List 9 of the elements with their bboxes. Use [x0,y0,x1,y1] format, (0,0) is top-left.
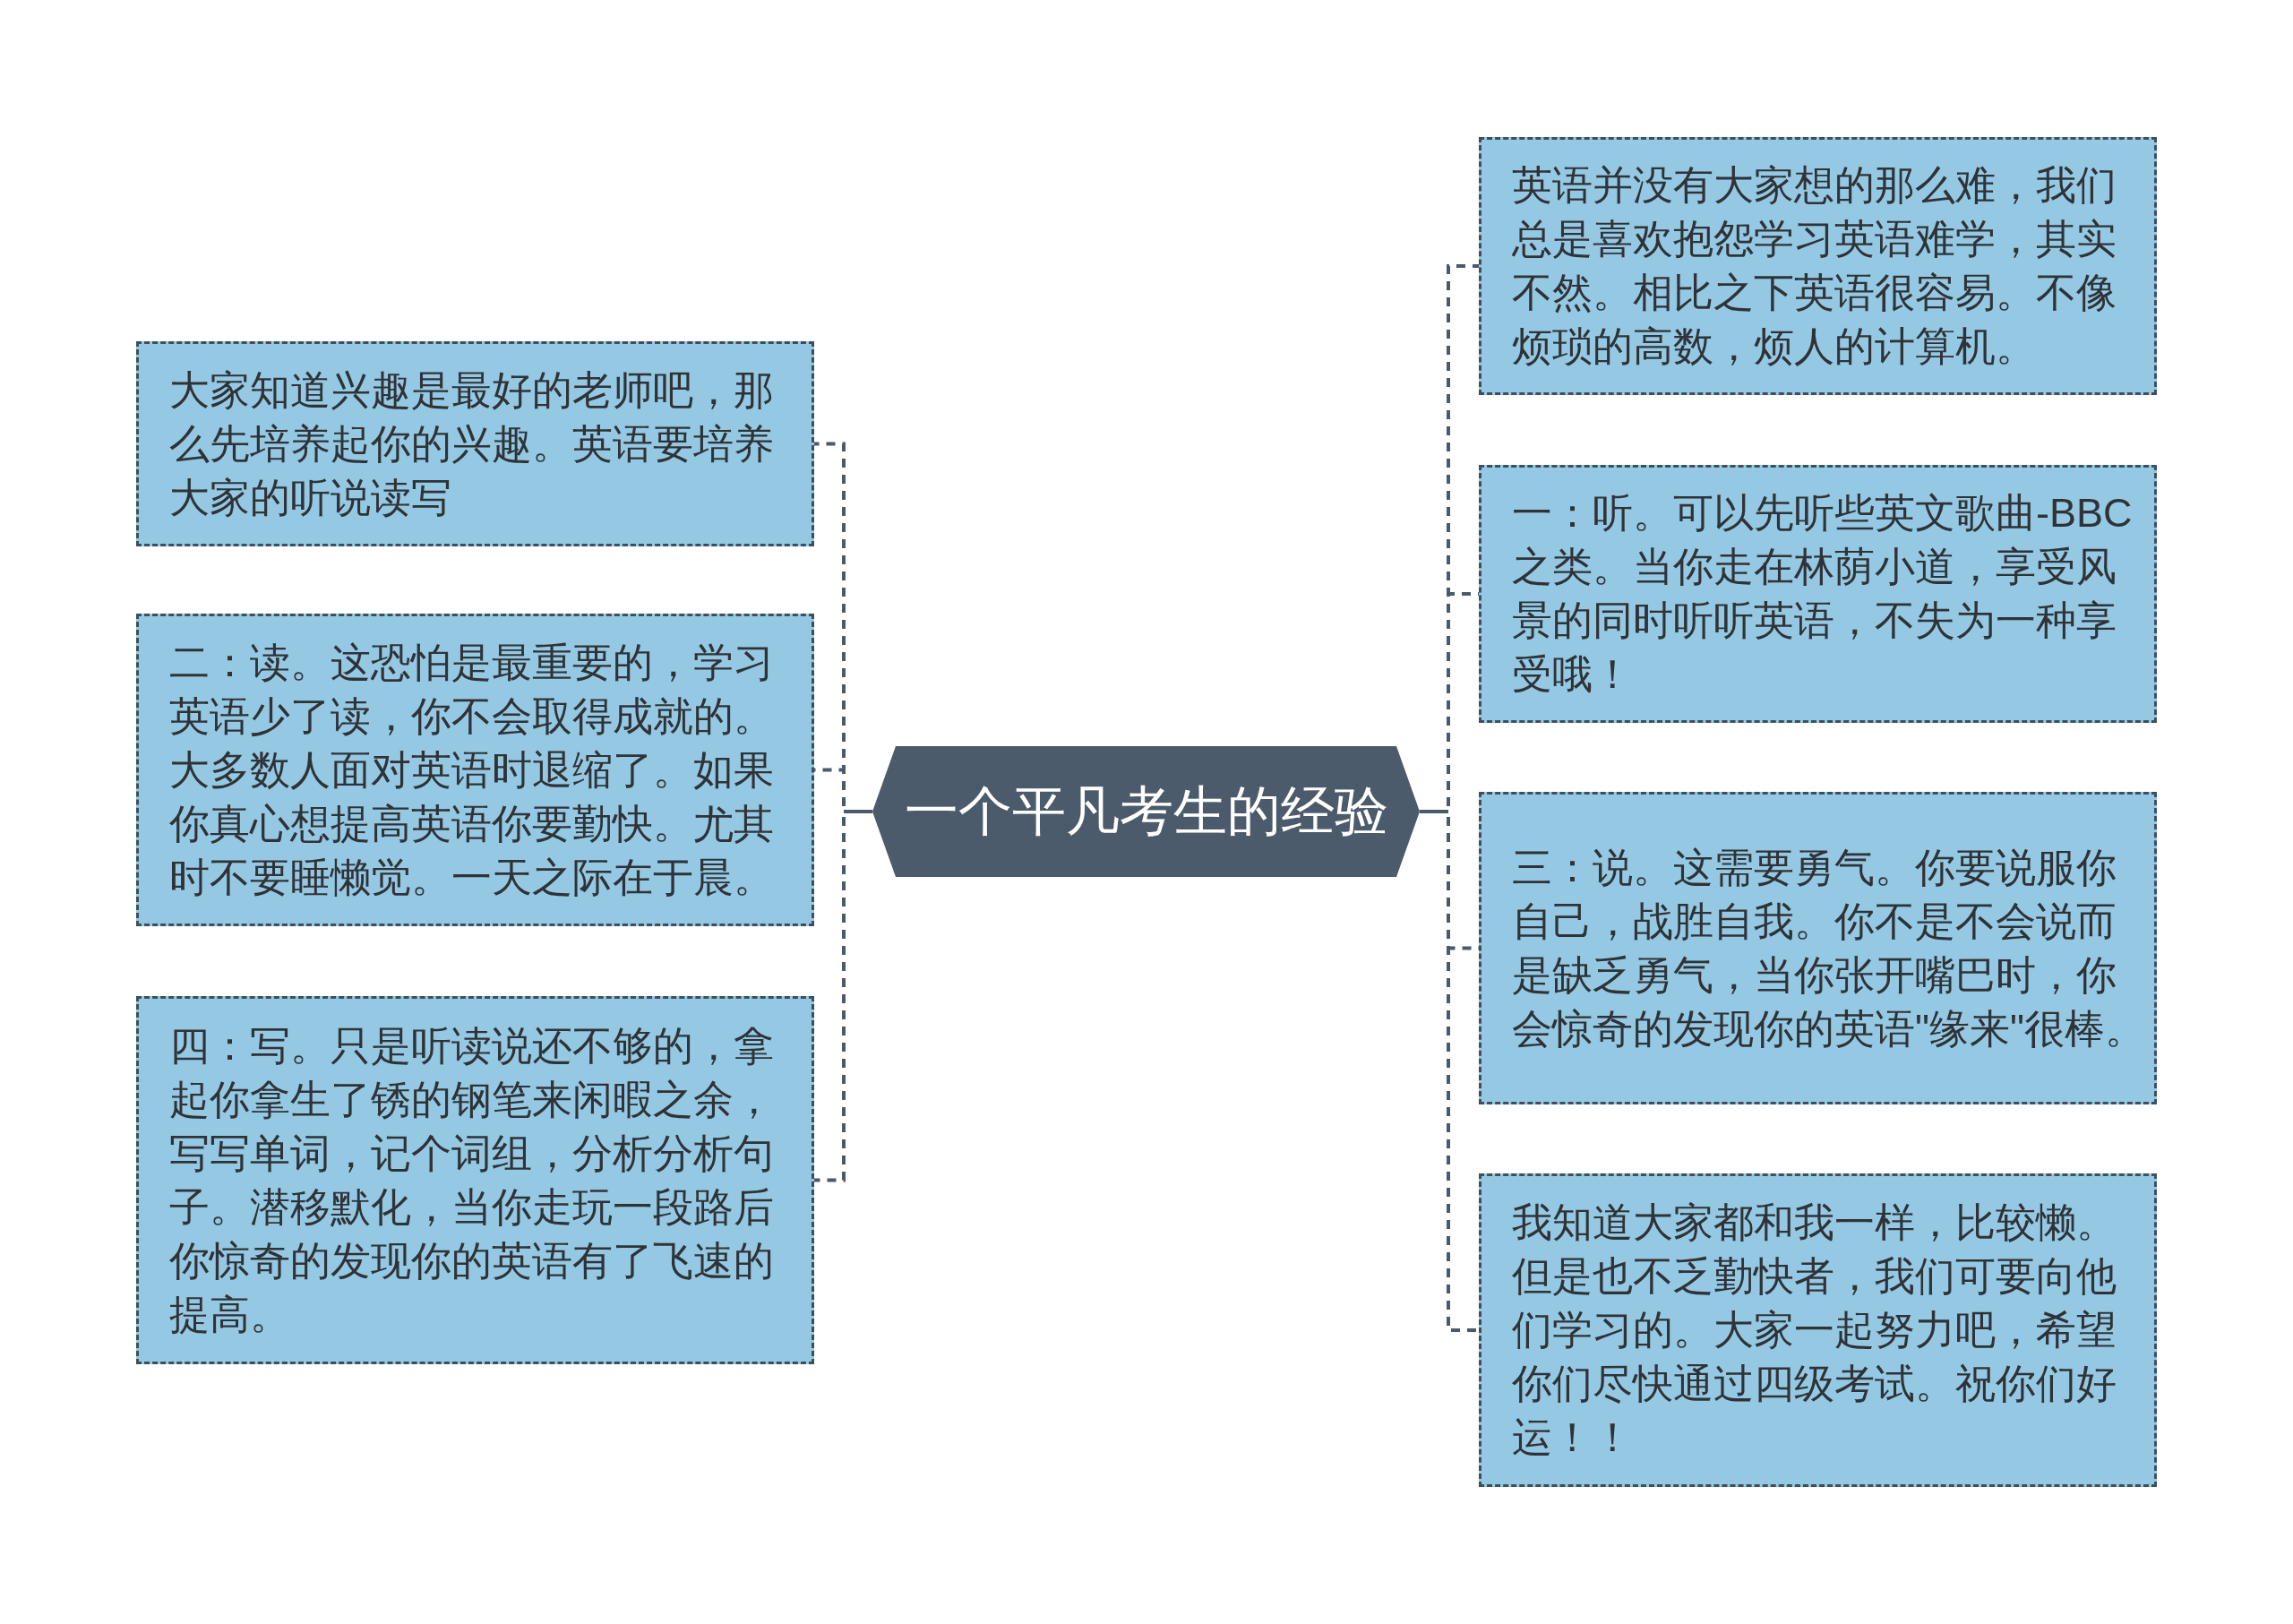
text-box: 我知道大家都和我一样，比较懒。但是也不乏勤快者，我们可要向他们学习的。大家一起努力吧，希望你们尽快通过四级考试。祝你们好运！！ [1479,1173,2157,1487]
text-box: 一：听。可以先听些英文歌曲-BBC之类。当你走在林荫小道，享受风景的同时听听英语，不失为一种享受哦！ [1479,465,2157,723]
connector-line [814,810,872,1182]
text-box: 四：写。只是听读说还不够的，拿起你拿生了锈的钢笔来闲暇之余，写写单词，记个词组，分析分析句子。潜移默化，当你走玩一段路后你惊奇的发现你的英语有了飞速的提高。 [136,996,814,1364]
text-box: 大家知道兴趣是最好的老师吧，那么先培养起你的兴趣。英语要培养大家的听说读写 [136,341,814,546]
text-box: 三：说。这需要勇气。你要说服你自己，战胜自我。你不是不会说而是缺乏勇气，当你张开嘴巴时，你会惊奇的发现你的英语"缘来"很棒。 [1479,792,2157,1104]
text-box: 英语并没有大家想的那么难，我们总是喜欢抱怨学习英语难学，其实不然。相比之下英语很容易。不像烦琐的高数，烦人的计算机。 [1479,137,2157,395]
text-box: 二：读。这恐怕是最重要的，学习英语少了读，你不会取得成就的。大多数人面对英语时退缩了。如果你真心想提高英语你要勤快。尤其时不要睡懒觉。一天之际在于晨。 [136,614,814,926]
topic-hexagon: 一个平凡考生的经验 [872,746,1420,877]
